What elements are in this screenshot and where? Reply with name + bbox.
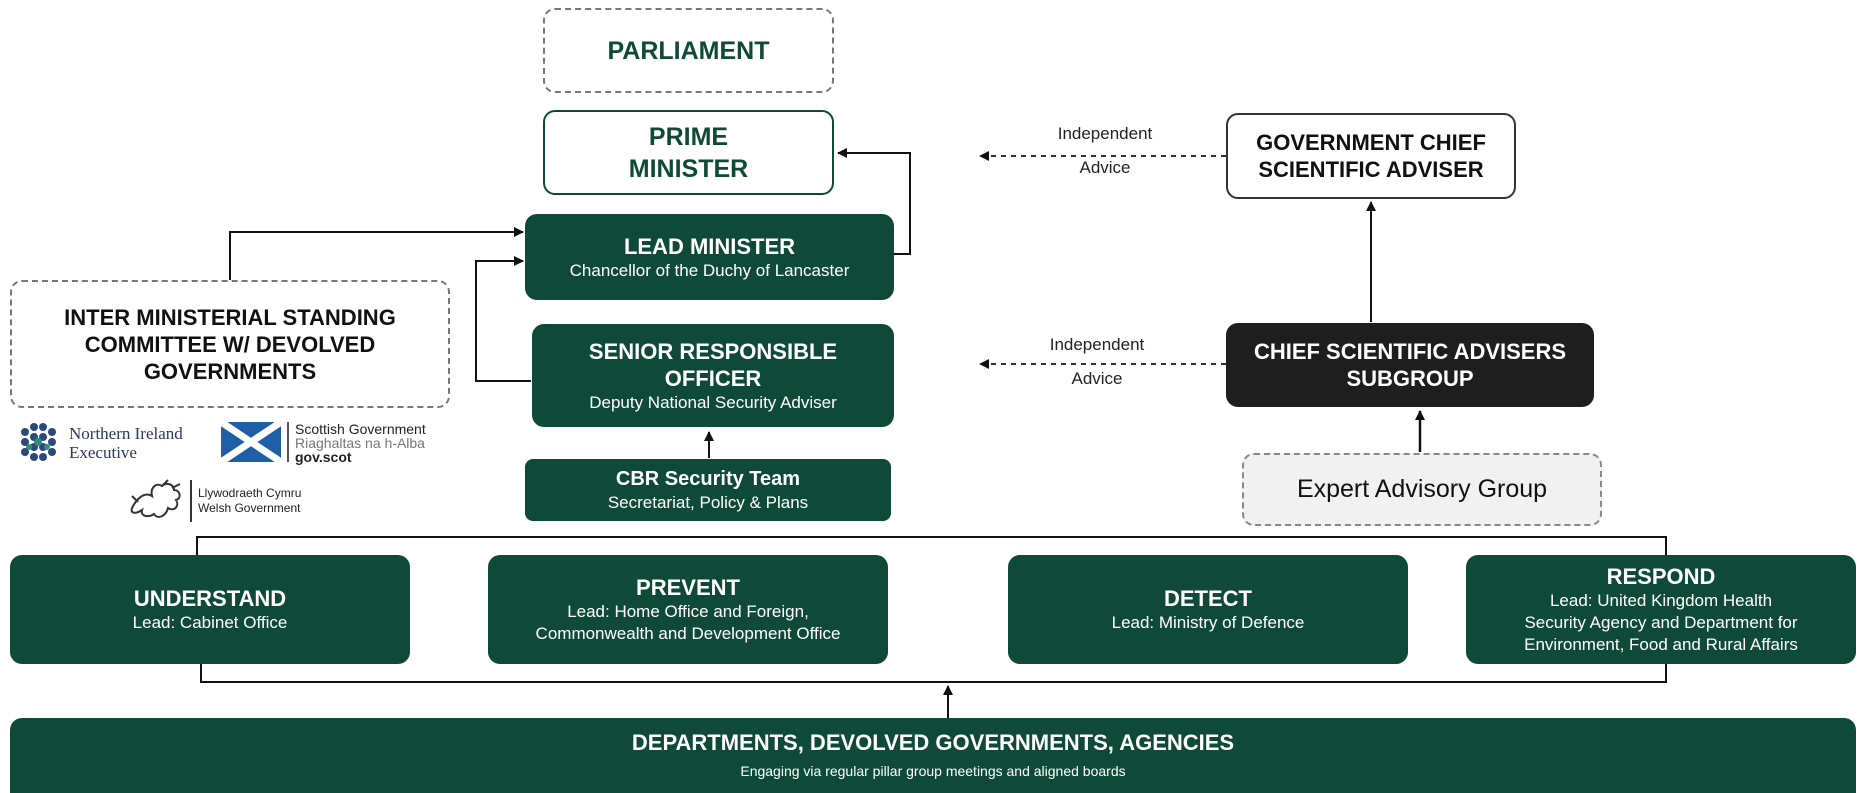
parliament-title: PARLIAMENT xyxy=(607,36,770,65)
advice-bottom-line1: Independent xyxy=(1049,335,1145,354)
advice-label-bottom: Independent Advice xyxy=(1012,335,1182,389)
departments-box: DEPARTMENTS, DEVOLVED GOVERNMENTS, AGENC… xyxy=(10,718,1856,793)
lead-minister-subtitle: Chancellor of the Duchy of Lancaster xyxy=(569,260,850,280)
pillar-detect: DETECT Lead: Ministry of Defence xyxy=(1008,555,1408,664)
pillar-respond: RESPOND Lead: United Kingdom Health Secu… xyxy=(1466,555,1856,664)
advice-top-line2: Advice xyxy=(1079,158,1131,177)
northern-ireland-logo: Northern Ireland Executive xyxy=(17,420,217,466)
pillar-lead-line: Lead: Ministry of Defence xyxy=(1111,613,1305,632)
inter-line3: GOVERNMENTS xyxy=(143,358,317,384)
wales-logo-line1: Llywodraeth Cymru xyxy=(198,486,302,500)
scottish-government-logo: Scottish Government Riaghaltas na h-Alba… xyxy=(219,419,451,468)
pillar-lead-line: Lead: Home Office and Foreign, xyxy=(567,602,809,621)
departments-subtitle: Engaging via regular pillar group meetin… xyxy=(740,763,1126,779)
scot-logo-line3: gov.scot xyxy=(295,449,352,465)
lead-minister-title: LEAD MINISTER xyxy=(623,233,796,259)
expert-group-title: Expert Advisory Group xyxy=(1296,475,1548,503)
prime-minister-box: PRIME MINISTER xyxy=(543,110,834,195)
pillar-lead-line: Environment, Food and Rural Affairs xyxy=(1524,635,1798,654)
parliament-box: PARLIAMENT xyxy=(543,8,834,93)
sro-line1: SENIOR RESPONSIBLE xyxy=(588,338,838,364)
pillar-title: UNDERSTAND xyxy=(133,586,287,611)
wales-logo-line2: Welsh Government xyxy=(198,501,301,515)
pillar-lead-line: Commonwealth and Development Office xyxy=(535,624,841,643)
ni-logo-line2: Executive xyxy=(69,443,137,462)
saltire-icon xyxy=(219,419,283,465)
pillar-lead-line: Lead: United Kingdom Health xyxy=(1549,591,1773,610)
inter-to-lead-connector xyxy=(229,227,524,280)
pillar-lead-line: Lead: Cabinet Office xyxy=(132,613,288,632)
gcsa-line1: GOVERNMENT CHIEF xyxy=(1256,130,1486,155)
expert-advisory-group-box: Expert Advisory Group xyxy=(1242,453,1602,526)
csa-line2: SUBGROUP xyxy=(1346,366,1474,391)
sro-subtitle: Deputy National Security Adviser xyxy=(589,392,837,412)
csa-line1: CHIEF SCIENTIFIC ADVISERS xyxy=(1253,339,1567,364)
pillar-title: RESPOND xyxy=(1606,564,1716,589)
welsh-government-logo: Llywodraeth Cymru Welsh Government xyxy=(128,478,348,526)
welsh-dragon-icon xyxy=(130,479,181,518)
sro-to-lead-connector xyxy=(475,256,531,382)
gcsa-line2: SCIENTIFIC ADVISER xyxy=(1258,157,1484,182)
pillar-lead-line: Security Agency and Department for xyxy=(1524,613,1798,632)
pillar-understand: UNDERSTAND Lead: Cabinet Office xyxy=(10,555,410,664)
ni-logo-line1: Northern Ireland xyxy=(69,424,183,443)
cbr-title: CBR Security Team xyxy=(615,467,801,490)
cbr-security-team-box: CBR Security Team Secretariat, Policy & … xyxy=(525,459,891,521)
csa-subgroup-box: CHIEF SCIENTIFIC ADVISERS SUBGROUP xyxy=(1226,323,1594,407)
ni-emblem-icon xyxy=(21,423,56,461)
scot-logo-line1: Scottish Government xyxy=(295,421,426,437)
inter-ministerial-box: INTER MINISTERIAL STANDING COMMITTEE W/ … xyxy=(10,280,450,408)
departments-title: DEPARTMENTS, DEVOLVED GOVERNMENTS, AGENC… xyxy=(631,730,1235,755)
inter-line1: INTER MINISTERIAL STANDING xyxy=(64,304,396,330)
cbr-subtitle: Secretariat, Policy & Plans xyxy=(607,492,809,512)
lead-minister-box: LEAD MINISTER Chancellor of the Duchy of… xyxy=(525,214,894,300)
inter-line2: COMMITTEE W/ DEVOLVED xyxy=(84,331,376,357)
gcsa-box: GOVERNMENT CHIEF SCIENTIFIC ADVISER xyxy=(1226,113,1516,199)
senior-responsible-officer-box: SENIOR RESPONSIBLE OFFICER Deputy Nation… xyxy=(532,324,894,427)
pillar-title: PREVENT xyxy=(636,575,740,600)
pillars-bottom-bracket xyxy=(200,664,1667,683)
prime-minister-line1: PRIME xyxy=(648,122,729,151)
pillar-title: DETECT xyxy=(1164,586,1252,611)
advice-bottom-line2: Advice xyxy=(1071,369,1123,388)
scot-logo-line2: Riaghaltas na h-Alba xyxy=(295,435,425,451)
sro-line2: OFFICER xyxy=(664,365,762,391)
pillar-prevent: PREVENT Lead: Home Office and Foreign, C… xyxy=(488,555,888,664)
advice-label-top: Independent Advice xyxy=(1020,124,1190,178)
pillars-top-bracket xyxy=(196,536,1667,555)
advice-top-line1: Independent xyxy=(1057,124,1153,143)
prime-minister-line2: MINISTER xyxy=(628,154,749,183)
